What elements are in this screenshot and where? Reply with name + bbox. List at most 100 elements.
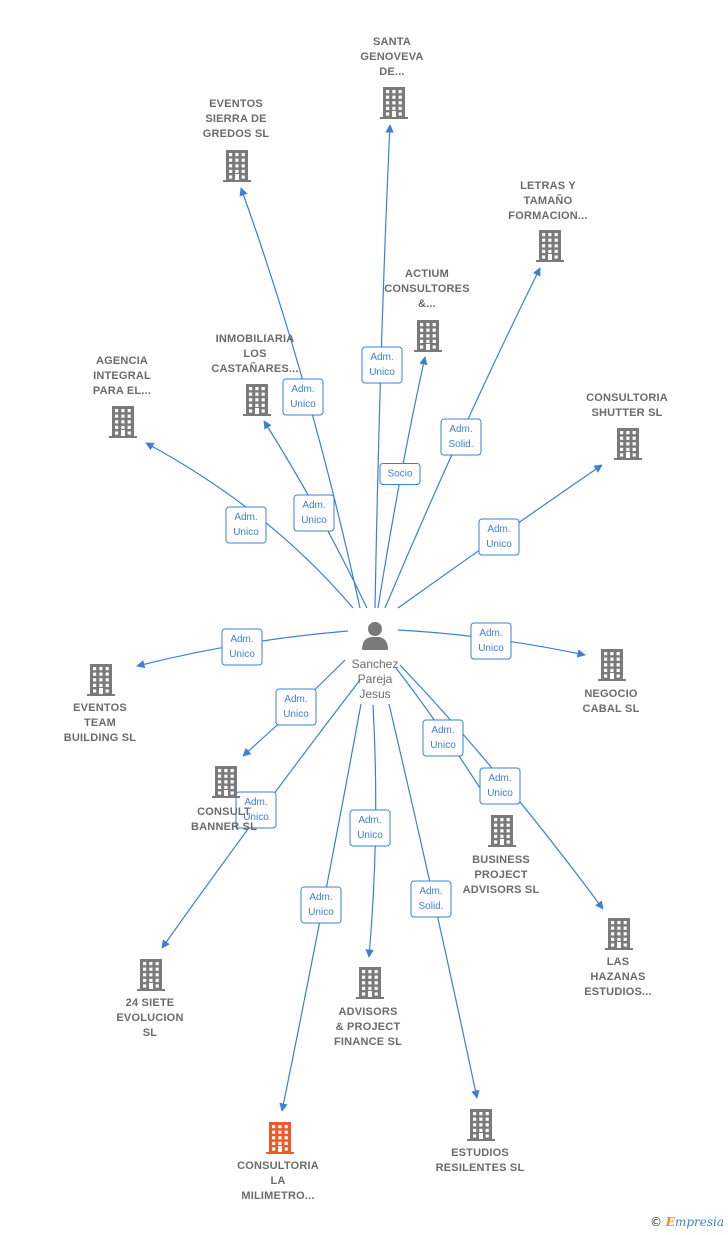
company-name-line: LA <box>270 1175 285 1187</box>
company-name-line: CONSULTORIA <box>586 392 668 404</box>
relation-box-consultoria-shutter[interactable]: Adm.Unico <box>478 518 520 556</box>
relation-label: Adm. <box>234 512 257 523</box>
person-name-line: Jesus <box>359 687 390 701</box>
relation-box-letras-tamano[interactable]: Adm.Solid. <box>440 418 482 456</box>
relation-label: Adm. <box>479 628 502 639</box>
company-name-line: ESTUDIOS <box>451 1147 509 1159</box>
company-name-line: ADVISORS <box>338 1006 397 1018</box>
building-icon <box>467 1109 495 1141</box>
building-icon <box>223 150 251 182</box>
relation-label: Adm. <box>291 384 314 395</box>
relation-box-negocio-cabal[interactable]: Adm. Unico <box>470 622 512 660</box>
company-name-line: PROJECT <box>474 869 527 881</box>
company-name-line: MILIMETRO... <box>241 1190 314 1202</box>
relation-label: Unico <box>486 539 512 550</box>
company-name-line: ESTUDIOS... <box>584 986 652 998</box>
relation-label: Unico <box>478 643 504 654</box>
company-label-consultoria-la-milimetro[interactable]: CONSULTORIA LA MILIMETRO... <box>237 1160 319 1202</box>
relation-label: Unico <box>487 788 513 799</box>
relation-label: Unico <box>290 399 316 410</box>
company-name-line: EVENTOS <box>73 702 127 714</box>
relation-box-24-siete-evolucion[interactable]: Adm. Unico <box>235 791 277 829</box>
relation-label: Socio <box>387 469 412 480</box>
building-icon <box>598 649 626 681</box>
relation-box-actium-consultores[interactable]: Socio <box>379 463 421 485</box>
company-name-line: BUILDING SL <box>64 732 137 744</box>
relation-box-consultoria-la-milimetro[interactable]: Adm.Unico <box>300 886 342 924</box>
relation-label: Unico <box>243 812 269 823</box>
relation-label: Adm. <box>358 815 381 826</box>
building-icon <box>356 967 384 999</box>
relation-box-estudios-resilentes[interactable]: Adm.Solid. <box>410 880 452 918</box>
building-icon <box>605 918 633 950</box>
company-name-line: EVOLUCION <box>116 1012 183 1024</box>
company-name-line: PARA EL... <box>93 385 151 397</box>
relation-box-consultoria-banner[interactable]: Adm.Unico <box>275 688 317 726</box>
building-icon <box>614 428 642 460</box>
company-name-line: BANNER SL <box>191 821 257 833</box>
relation-label: Adm. <box>419 886 442 897</box>
building-icon <box>488 815 516 847</box>
company-label-actium-consultores[interactable]: ACTIUMCONSULTORES&... <box>384 268 470 310</box>
person-name-line: Sanchez <box>352 657 399 671</box>
company-name-line: CABAL SL <box>582 703 639 715</box>
building-icon <box>380 87 408 119</box>
company-name-line: TAMAÑO <box>524 194 573 207</box>
company-name-line: SANTA <box>373 36 411 48</box>
relation-label: Unico <box>229 649 255 660</box>
company-label-eventos-team-building[interactable]: EVENTOS TEAM BUILDING SL <box>64 702 137 744</box>
relation-label: Unico <box>233 527 259 538</box>
company-label-agencia-integral[interactable]: AGENCIA INTEGRAL PARA EL... <box>93 355 151 397</box>
company-label-las-hazanas[interactable]: LASHAZANASESTUDIOS... <box>584 956 652 998</box>
relation-box-advisors-project-finance[interactable]: Adm.Unico <box>349 809 391 847</box>
company-name-line: LAS <box>607 956 630 968</box>
relation-label: Unico <box>430 740 456 751</box>
relation-label: Adm. <box>370 352 393 363</box>
relation-box-eventos-sierra-gredos[interactable]: Adm. Unico <box>282 378 324 416</box>
company-name-line: SIERRA DE <box>205 113 266 125</box>
relation-box-las-hazanas[interactable]: Adm.Unico <box>479 767 521 805</box>
company-name-line: LOS <box>243 348 266 360</box>
relation-label: Unico <box>369 367 395 378</box>
relation-box-santa-genoveva[interactable]: Adm. Unico <box>361 346 403 384</box>
relation-box-agencia-integral[interactable]: Adm. Unico <box>225 506 267 544</box>
relation-box-eventos-team-building[interactable]: Adm.Unico <box>221 628 263 666</box>
company-label-inmobiliaria-castanares[interactable]: INMOBILIARIALOSCASTAÑARES... <box>211 333 298 375</box>
company-name-line: LETRAS Y <box>520 180 576 192</box>
relation-label: Unico <box>308 907 334 918</box>
relation-label: Adm. <box>284 694 307 705</box>
company-name-line: CONSULTORIA <box>237 1160 319 1172</box>
brand-initial: E <box>665 1215 675 1229</box>
company-name-line: FORMACION... <box>508 210 587 222</box>
relation-label: Solid. <box>448 439 473 450</box>
company-label-negocio-cabal[interactable]: NEGOCIO CABAL SL <box>582 688 639 715</box>
relation-box-business-project-advisors[interactable]: Adm. Unico <box>422 719 464 757</box>
building-icon <box>87 664 115 696</box>
building-icon <box>137 959 165 991</box>
company-name-line: INMOBILIARIA <box>216 333 295 345</box>
company-name-line: RESILENTES SL <box>436 1162 525 1174</box>
company-name-line: NEGOCIO <box>584 688 638 700</box>
company-name-line: EVENTOS <box>209 98 263 110</box>
company-name-line: AGENCIA <box>96 355 148 367</box>
company-label-letras-tamano[interactable]: LETRAS Y TAMAÑO FORMACION... <box>508 180 587 222</box>
relation-label: Adm. <box>431 725 454 736</box>
company-name-line: TEAM <box>84 717 116 729</box>
company-name-line: INTEGRAL <box>93 370 151 382</box>
person-name-line: Pareja <box>358 672 393 686</box>
building-icon <box>266 1122 294 1154</box>
relation-label: Unico <box>301 515 327 526</box>
company-name-line: FINANCE SL <box>334 1036 402 1048</box>
relation-box-inmobiliaria-castanares[interactable]: Adm.Unico <box>293 494 335 532</box>
company-label-santa-genoveva[interactable]: SANTAGENOVEVADE... <box>360 36 423 78</box>
company-label-estudios-resilentes[interactable]: ESTUDIOS RESILENTES SL <box>436 1147 525 1174</box>
relation-label: Adm. <box>244 797 267 808</box>
